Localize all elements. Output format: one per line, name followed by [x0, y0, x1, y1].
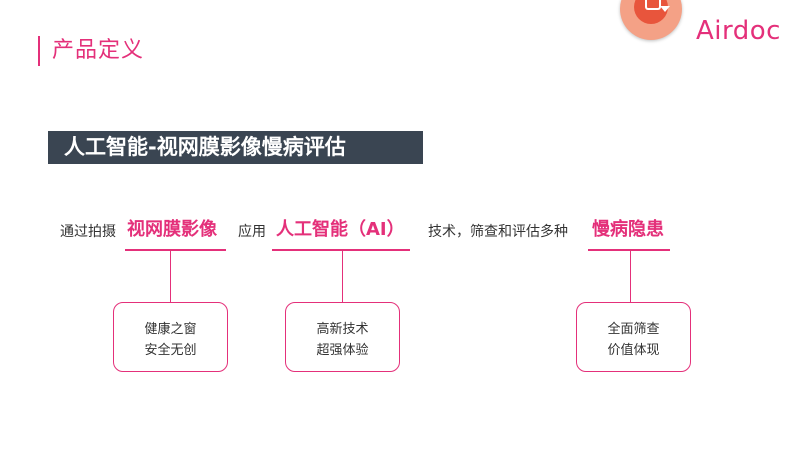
feature-box-1-line-1: 健康之窗	[144, 322, 197, 337]
underline-3	[588, 249, 670, 251]
feature-box-2-line-2: 超强体验	[316, 343, 369, 358]
header-accent-bar	[38, 36, 40, 66]
feature-box-3-line-1: 全面筛查	[607, 322, 660, 337]
feature-box-2-line-1: 高新技术	[316, 322, 369, 337]
heading-banner	[48, 131, 423, 164]
sentence-emph-3: 慢病隐患	[592, 219, 664, 240]
feature-box-3-line-2: 价值体现	[607, 343, 660, 358]
connector-3	[630, 251, 631, 302]
sentence-part-3: 技术，筛查和评估多种	[428, 224, 568, 240]
feature-box-2	[285, 302, 400, 372]
page-title: 产品定义	[52, 38, 145, 63]
brand-logo: Airdoc	[696, 16, 781, 46]
underline-1	[125, 249, 226, 251]
sentence-part-1: 通过拍摄	[60, 224, 116, 240]
app-badge-icon[interactable]	[645, 0, 661, 10]
app-badge-arrow-icon[interactable]	[660, 6, 670, 12]
sentence-part-2: 应用	[238, 224, 266, 240]
feature-box-3	[576, 302, 691, 372]
underline-2	[272, 249, 410, 251]
connector-1	[170, 251, 171, 302]
sentence-emph-2: 人工智能（AI）	[276, 219, 405, 240]
connector-2	[342, 251, 343, 302]
feature-box-1-line-2: 安全无创	[144, 343, 197, 358]
heading-banner-text: 人工智能-视网膜影像慢病评估	[64, 135, 346, 159]
feature-box-1	[113, 302, 228, 372]
sentence-emph-1: 视网膜影像	[127, 219, 217, 240]
